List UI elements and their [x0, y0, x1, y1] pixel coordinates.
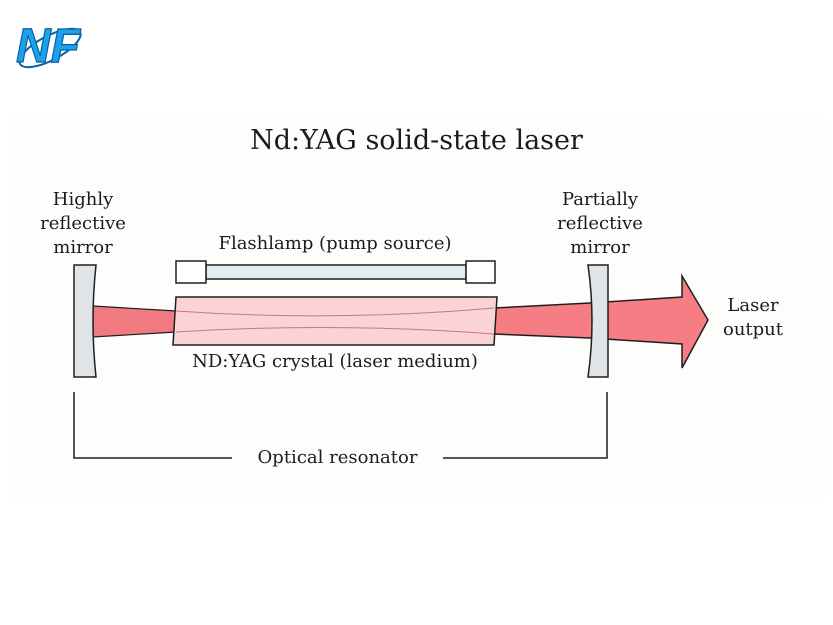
resonator-bracket-right [443, 392, 608, 459]
pr-mirror-label-line: Partially [561, 189, 639, 210]
logo-letters: NF [16, 20, 82, 73]
intracavity-beam-left [92, 305, 177, 338]
laser-output-label-line: output [722, 319, 783, 340]
flashlamp-label: Flashlamp (pump source) [218, 233, 452, 254]
flashlamp-tube [205, 264, 467, 280]
optical-resonator-label: Optical resonator [257, 447, 418, 468]
pr-mirror-label-line: mirror [570, 237, 630, 258]
ndyag-crystal [172, 296, 498, 346]
flashlamp-cap-right [465, 260, 496, 284]
hr-mirror-label-line: Highly [52, 189, 114, 210]
hr-mirror-label: Highly reflective mirror [18, 188, 148, 260]
nf-logo: NF [15, 19, 82, 73]
laser-output-label-line: Laser [727, 295, 779, 316]
crystal-beam-outline [175, 307, 495, 335]
laser-output-label: Laser output [708, 294, 798, 342]
logo-orbit [18, 27, 82, 69]
pr-mirror-label: Partially reflective mirror [535, 188, 665, 260]
resonator-bracket-left [73, 392, 232, 459]
diagram-title: Nd:YAG solid-state laser [250, 125, 583, 156]
hr-mirror-label-line: reflective [40, 213, 126, 234]
pr-mirror-label-line: reflective [557, 213, 643, 234]
hr-mirror-label-line: mirror [53, 237, 113, 258]
highly-reflective-mirror [73, 264, 97, 378]
partially-reflective-mirror [587, 264, 609, 378]
flashlamp-cap-left [175, 260, 207, 284]
crystal-label: ND:YAG crystal (laser medium) [192, 351, 478, 372]
